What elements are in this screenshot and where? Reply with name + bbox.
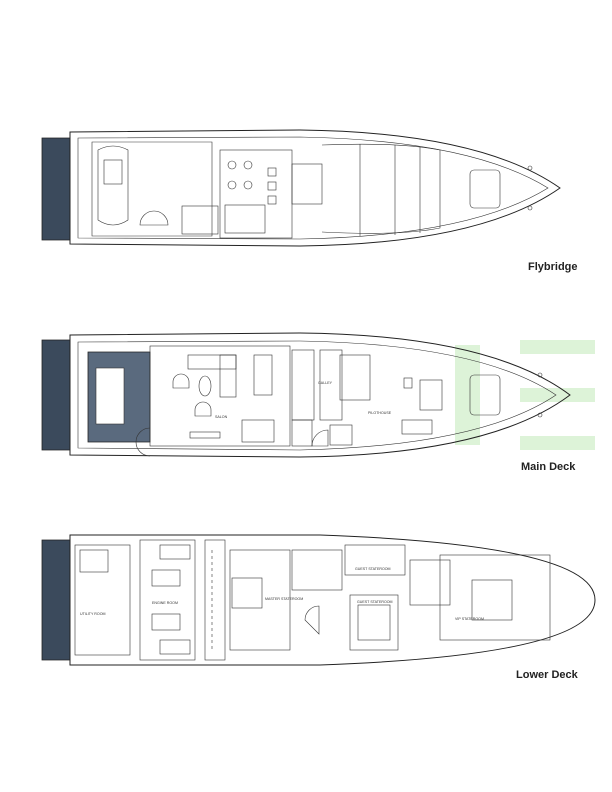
room-label-pilothouse: PILOTHOUSE [368,411,392,415]
room-label-guest-2: GUEST STATEROOM [357,600,393,604]
deck-label-flybridge: Flybridge [528,261,578,273]
room-label-engine: ENGINE ROOM [152,601,178,605]
main-deck-plan: SALON GALLEY PILOTHOUSE [41,332,571,458]
room-label-utility: UTILITY ROOM [80,612,106,616]
room-label-galley: GALLEY [318,381,333,385]
flybridge-plan [41,129,561,247]
watermark-logo [455,340,595,450]
room-label-master: MASTER STATEROOM [265,597,303,601]
deck-label-lower-deck: Lower Deck [516,669,578,681]
deck-label-main-deck: Main Deck [521,461,576,473]
lower-deck-plan: UTILITY ROOM ENGINE ROOM MASTER STATEROO… [41,534,596,666]
room-label-salon: SALON [215,415,228,419]
room-label-guest-1: GUEST STATEROOM [355,567,391,571]
room-label-vip: VIP STATEROOM [455,617,484,621]
